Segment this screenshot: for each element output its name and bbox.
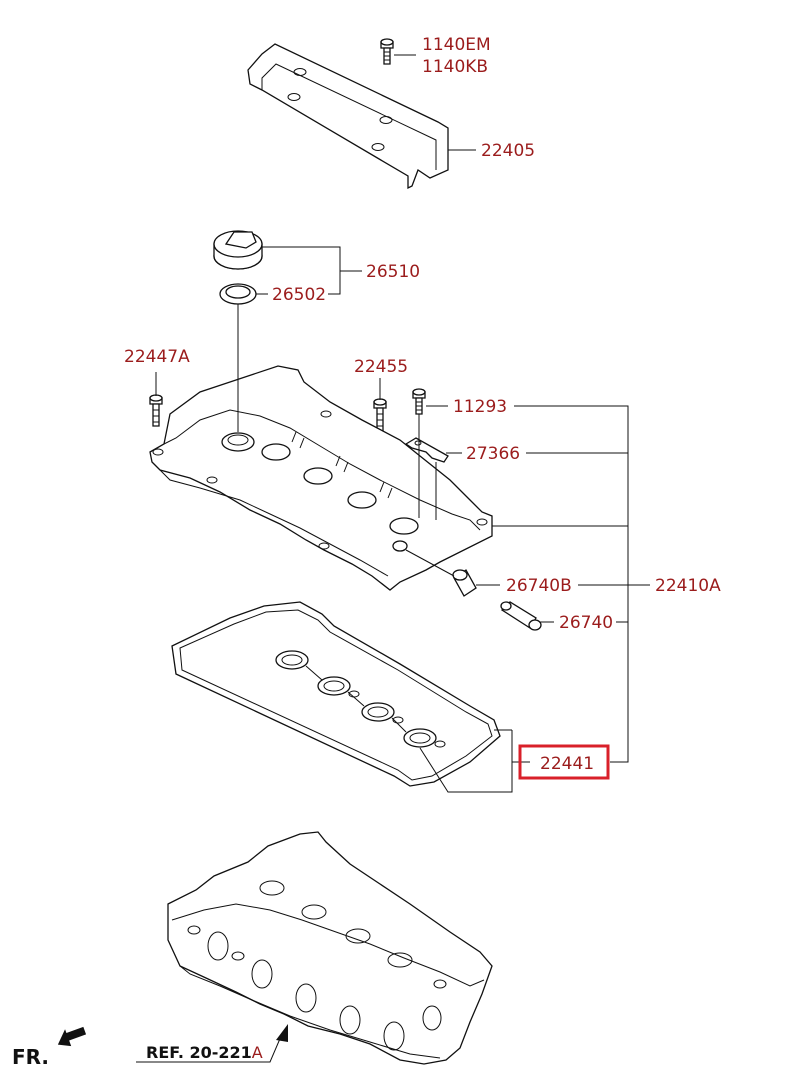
ref-suffix: A — [252, 1043, 263, 1062]
cylinder-head-part[interactable] — [167, 831, 493, 1065]
highlight-box — [518, 744, 610, 780]
label-1140kb: 1140KB — [422, 57, 488, 77]
label-27366: 27366 — [466, 444, 520, 464]
leader-lines — [136, 54, 650, 1063]
label-22405: 22405 — [481, 141, 535, 161]
cylinder-head-cover-part[interactable] — [149, 365, 493, 591]
fr-label: FR. — [12, 1045, 49, 1069]
pcv-valve-part[interactable] — [500, 601, 542, 631]
front-direction-marker: FR. — [12, 1026, 87, 1069]
cover-gasket-part[interactable] — [171, 601, 501, 787]
label-26502: 26502 — [272, 285, 326, 305]
front-arrow-icon — [57, 1026, 87, 1047]
engine-cover-part[interactable] — [247, 43, 449, 190]
bracket-27366-part[interactable] — [404, 437, 449, 463]
label-26510: 26510 — [366, 262, 420, 282]
label-22441[interactable]: 22441 — [540, 754, 594, 774]
label-22410a: 22410A — [655, 576, 721, 596]
label-1140em: 1140EM — [422, 35, 491, 55]
bolt-1140em-part[interactable] — [380, 38, 394, 65]
bolt-22447a-part[interactable] — [149, 394, 163, 427]
label-22455: 22455 — [354, 357, 408, 377]
pcv-hose-part[interactable] — [452, 569, 477, 597]
oil-filler-gasket-part[interactable] — [219, 283, 257, 305]
bolt-22455-part[interactable] — [373, 398, 387, 433]
ref-prefix: REF. 20-221 — [146, 1043, 252, 1062]
label-11293: 11293 — [453, 397, 507, 417]
label-22447a: 22447A — [124, 347, 190, 367]
label-26740b: 26740B — [506, 576, 572, 596]
label-26740: 26740 — [559, 613, 613, 633]
ref-label[interactable]: REF. 20-221A — [146, 1043, 263, 1062]
bolt-11293-part[interactable] — [412, 388, 426, 415]
oil-filler-cap-part[interactable] — [213, 230, 263, 270]
